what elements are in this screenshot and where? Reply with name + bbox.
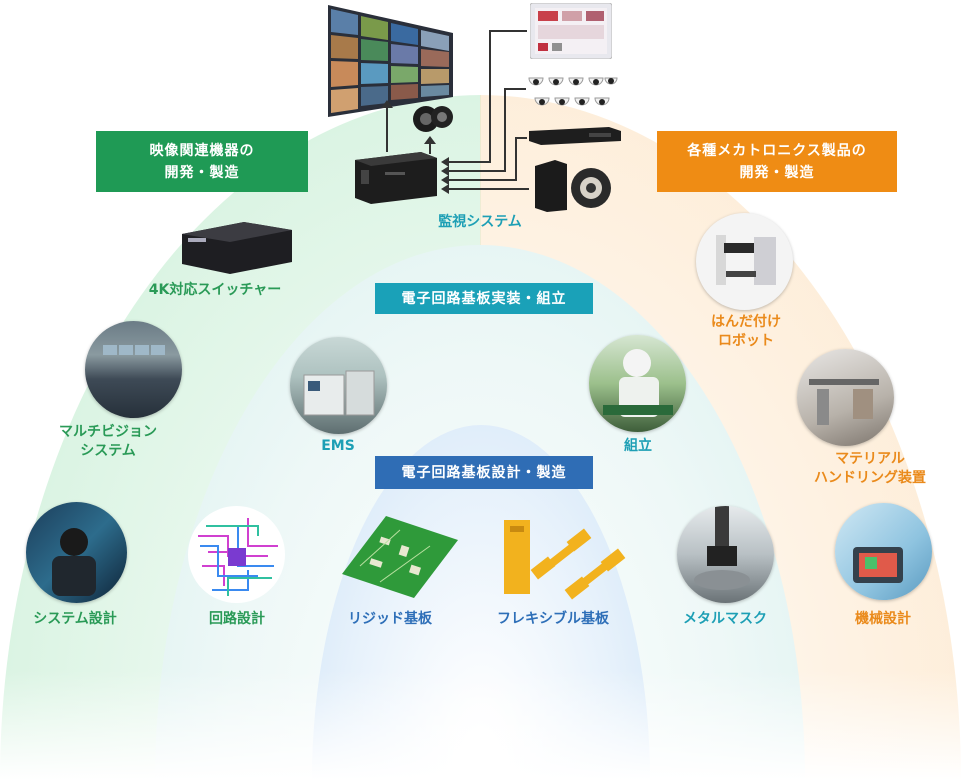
- flexible-board-label: フレキシブル基板: [497, 611, 609, 627]
- connector-line: [489, 30, 527, 32]
- rigid-board-label: リジッド基板: [348, 611, 432, 627]
- connector-line: [449, 170, 506, 172]
- ems-label: EMS: [321, 438, 355, 454]
- arrow-up-line-2: [429, 142, 431, 154]
- arrow-left-head-icon: [441, 157, 449, 167]
- pc-camera-image: [535, 160, 613, 212]
- monitoring-system-label: 監視システム: [438, 214, 522, 230]
- switcher-label: 4K対応スイッチャー: [148, 282, 282, 298]
- mounting-assembly-title: 電子回路基板実装・組立: [375, 283, 593, 314]
- connector-line: [504, 88, 506, 170]
- arrow-left-head-icon: [441, 166, 449, 176]
- bottom-fade: [0, 670, 961, 780]
- monitoring-server-image: [355, 152, 437, 204]
- circuit-design-photo: [188, 506, 285, 603]
- video-wall-image: [328, 5, 453, 117]
- solder-robot-photo: [696, 213, 793, 310]
- metal-mask-label: メタルマスク: [683, 611, 767, 627]
- material-handling-label: マテリアル ハンドリング装置: [814, 451, 926, 486]
- arrow-up-line-1: [386, 106, 388, 152]
- connector-line: [515, 137, 527, 139]
- metal-mask-photo: [677, 506, 774, 603]
- rigid-board-image: [340, 516, 460, 598]
- rack-recorder-image: [529, 127, 621, 145]
- connector-line: [449, 179, 517, 181]
- monitor-image: [529, 2, 613, 60]
- system-design-photo: [26, 502, 127, 603]
- system-design-label: システム設計: [33, 611, 117, 627]
- assembly-label: 組立: [624, 438, 652, 454]
- video-equipment-box: 映像関連機器の 開発・製造: [96, 131, 308, 192]
- multivision-label: マルチビジョン システム: [59, 424, 157, 459]
- connector-line: [515, 137, 517, 179]
- ems-photo: [290, 337, 387, 434]
- arrow-up-head-icon: [381, 100, 393, 108]
- mechatronics-box: 各種メカトロニクス製品の 開発・製造: [657, 131, 897, 192]
- assembly-photo: [589, 335, 686, 432]
- material-handling-photo: [797, 349, 894, 446]
- connector-line: [449, 188, 529, 190]
- switcher-image: [182, 222, 292, 274]
- arrow-up-head-icon: [424, 136, 436, 144]
- connector-line: [489, 30, 491, 161]
- mechanical-design-label: 機械設計: [855, 611, 911, 627]
- arrow-left-head-icon: [441, 175, 449, 185]
- circuit-design-label: 回路設計: [209, 611, 265, 627]
- solder-robot-label: はんだ付け ロボット: [711, 314, 781, 349]
- connector-line: [449, 161, 491, 163]
- arrow-left-head-icon: [441, 184, 449, 194]
- dome-cameras-image: [527, 72, 619, 112]
- flexible-board-image: [502, 516, 630, 600]
- mechanical-design-photo: [835, 503, 932, 600]
- camera-image: [412, 100, 454, 138]
- connector-line: [504, 88, 526, 90]
- board-design-title: 電子回路基板設計・製造: [375, 456, 593, 489]
- multivision-photo: [85, 321, 182, 418]
